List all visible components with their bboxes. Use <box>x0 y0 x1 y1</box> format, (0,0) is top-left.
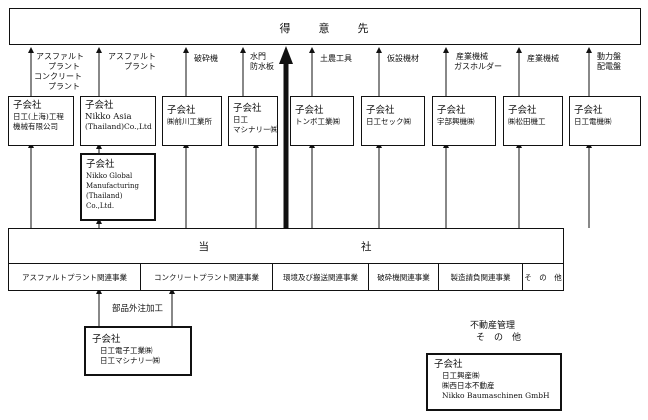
flow-label: 土農工具 <box>320 54 352 63</box>
subsidiary-box: 子会社 日工電機㈱ <box>569 96 641 146</box>
flow-label: 水門 防水板 <box>250 52 274 71</box>
outsourcing-label: 部品外注加工 <box>112 304 164 314</box>
subsidiary-box: 子会社 日工 マシナリー㈱ <box>228 96 278 146</box>
customer-label: 得 意 先 <box>279 22 371 35</box>
division-asphalt: アスファルトプラント関連事業 <box>9 264 141 290</box>
division-other: そ の 他 <box>524 272 562 282</box>
other-subsidiary-box: 子会社 日工興産㈱ ㈱西日本不動産 Nikko Baumaschinen Gmb… <box>426 353 562 411</box>
flow-label: アスファルト プラント <box>108 52 156 71</box>
division-contract: 製造請負関連事業 <box>439 264 523 290</box>
division-crusher: 破砕機関連事業 <box>369 264 439 290</box>
subsidiary-box: 子会社 ㈱松田機工 <box>503 96 563 146</box>
flow-label: 破砕機 <box>194 54 218 63</box>
subsidiary-box: 子会社 宇部興機㈱ <box>432 96 496 146</box>
division-environment: 環境及び搬送関連事業 <box>273 264 369 290</box>
subsidiary-box: 子会社 Nikko Asia (Thailand)Co.,Ltd <box>80 96 156 146</box>
subsidiary-box: 子会社 トンボ工業㈱ <box>290 96 354 146</box>
flow-label: 動力盤 配電盤 <box>597 52 621 71</box>
company-title: 当 社 <box>198 241 374 253</box>
parts-subsidiary-box: 子会社 日工電子工業㈱ 日工マシナリー㈱ <box>84 326 192 376</box>
global-subsidiary-box: 子会社 Nikko Global Manufacturing (Thailand… <box>80 153 156 221</box>
division-concrete: コンクリートプラント関連事業 <box>141 264 273 290</box>
flow-label: 仮設機材 <box>387 54 419 63</box>
main-arrow-head <box>279 46 293 64</box>
subsidiary-box: 子会社 ㈱前川工業所 <box>162 96 222 146</box>
flow-label: 産業機械 <box>527 54 559 63</box>
flow-label: アスファルト プラント コンクリート プラント <box>34 52 84 91</box>
flow-label: 産業機械 ガスホルダー <box>454 52 502 71</box>
division-bar: アスファルトプラント関連事業 コンクリートプラント関連事業 環境及び搬送関連事業… <box>9 263 563 290</box>
real-estate-label: 不動産管理 そ の 他 <box>470 321 522 343</box>
company-box: 当 社 アスファルトプラント関連事業 コンクリートプラント関連事業 環境及び搬送… <box>8 228 564 291</box>
customer-box: 得 意 先 <box>9 8 641 45</box>
subsidiary-box: 子会社 日工(上海)工程 機械有限公司 <box>8 96 74 146</box>
subsidiary-box: 子会社 日工セック㈱ <box>361 96 425 146</box>
